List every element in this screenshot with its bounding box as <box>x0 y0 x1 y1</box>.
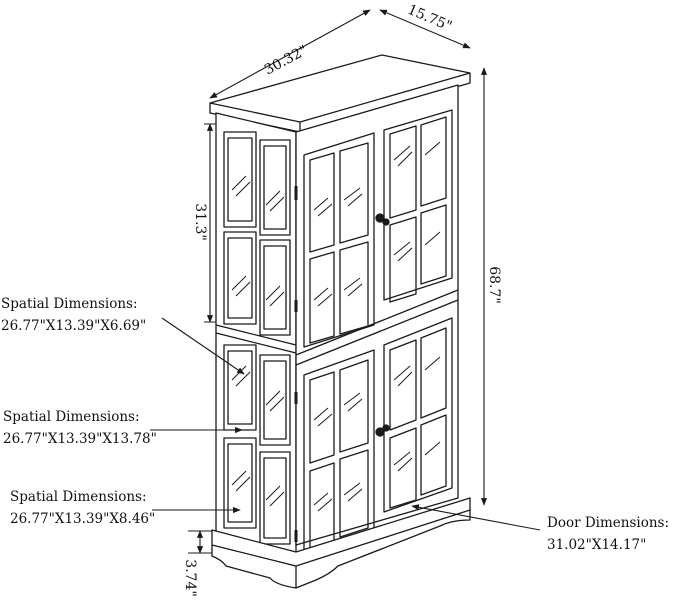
upper-left-door <box>303 132 375 348</box>
lower-right-door <box>383 317 453 513</box>
base-height-dimension-label: 3.74" <box>182 559 198 597</box>
width-dimension-label: 30.32" <box>262 42 311 78</box>
lower-callout-value: 26.77"X13.39"X8.46" <box>10 511 156 527</box>
height-dimension-label: 68.7" <box>486 266 502 304</box>
cabinet-base <box>211 497 471 589</box>
upper-callout-value: 26.77"X13.39"X6.69" <box>1 318 147 334</box>
upper-right-door <box>383 109 453 303</box>
lower-callout-title: Spatial Dimensions: <box>10 489 147 505</box>
door-knobs <box>375 213 390 437</box>
door-callout-value: 31.02"X14.17" <box>547 537 647 553</box>
depth-dimension-label: 15.75" <box>405 2 454 35</box>
cabinet-front <box>295 84 459 546</box>
middle-callout-value: 26.77"X13.39"X13.78" <box>3 431 157 447</box>
middle-callout-title: Spatial Dimensions: <box>3 409 140 425</box>
upper-callout-title: Spatial Dimensions: <box>1 296 138 312</box>
upper-height-dimension-label: 31.3" <box>192 203 208 241</box>
door-callout-title: Door Dimensions: <box>547 515 669 531</box>
cabinet-left-side <box>215 112 297 567</box>
dimension-lines <box>150 9 541 554</box>
